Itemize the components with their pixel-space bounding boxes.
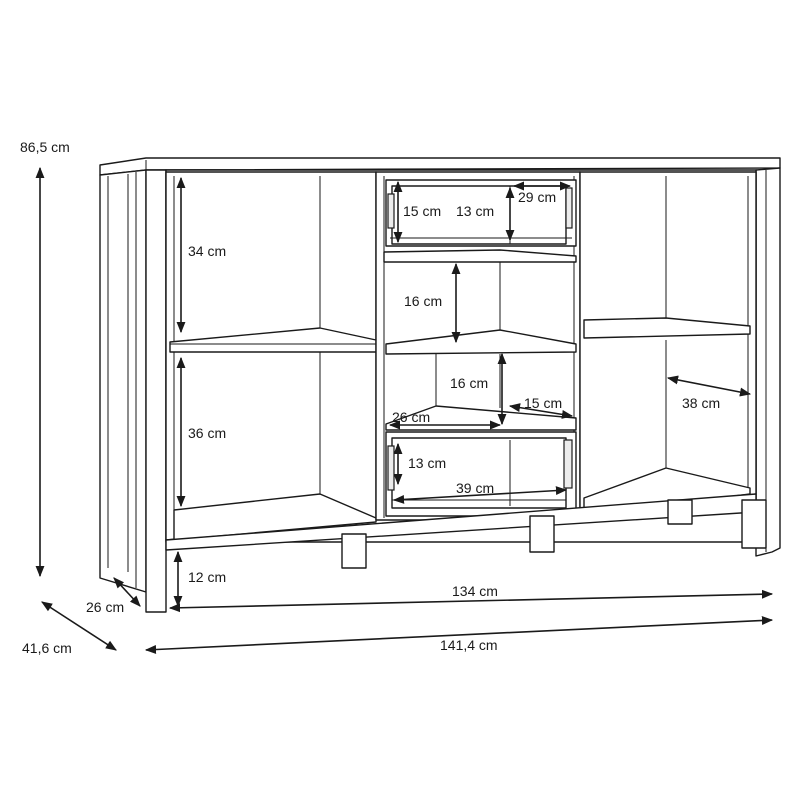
label-middle-shelf-width: 26 cm: [392, 409, 430, 425]
label-total-width: 141,4 cm: [440, 637, 498, 653]
middle-shelf-1: [383, 249, 577, 263]
label-total-height: 86,5 cm: [20, 139, 70, 155]
label-bottom-drawer-height: 13 cm: [408, 455, 446, 471]
right-bay: [579, 171, 757, 519]
right-side-panel: [755, 167, 781, 557]
label-middle-shelf-depth: 15 cm: [524, 395, 562, 411]
middle-bay: [375, 171, 581, 521]
left-side-panel: [99, 169, 147, 593]
dimension-lines: [35, 166, 774, 654]
right-shelf: [583, 317, 751, 339]
bottom-drawer: [385, 431, 577, 517]
left-bay: [165, 171, 377, 541]
middle-shelf-2: [385, 329, 577, 355]
label-inner-width: 134 cm: [452, 583, 498, 599]
top-drawer: [385, 179, 577, 247]
leg-front-left: [341, 533, 367, 569]
sideboard-drawing: [99, 157, 781, 613]
label-right-compartment-depth: 38 cm: [682, 395, 720, 411]
label-top-drawer-front: 15 cm: [403, 203, 441, 219]
label-left-bottom-compartment: 36 cm: [188, 425, 226, 441]
label-middle-lower-compartment: 16 cm: [450, 375, 488, 391]
label-top-drawer-inner-depth: 29 cm: [518, 189, 556, 205]
label-total-depth: 41,6 cm: [22, 640, 72, 656]
label-left-top-compartment: 34 cm: [188, 243, 226, 259]
label-leg-height: 12 cm: [188, 569, 226, 585]
leg-front-right: [741, 499, 767, 549]
label-top-drawer-inner-height: 13 cm: [456, 203, 494, 219]
dimension-labels: 86,5 cm 26 cm 41,6 cm 134 cm 141,4 cm 12…: [20, 139, 720, 656]
label-bottom-drawer-width: 39 cm: [456, 480, 494, 496]
leg-back-right: [667, 499, 693, 525]
label-inner-depth: 26 cm: [86, 599, 124, 615]
left-front-post: [145, 169, 167, 613]
label-middle-upper-compartment: 16 cm: [404, 293, 442, 309]
leg-front-middle: [529, 515, 555, 553]
